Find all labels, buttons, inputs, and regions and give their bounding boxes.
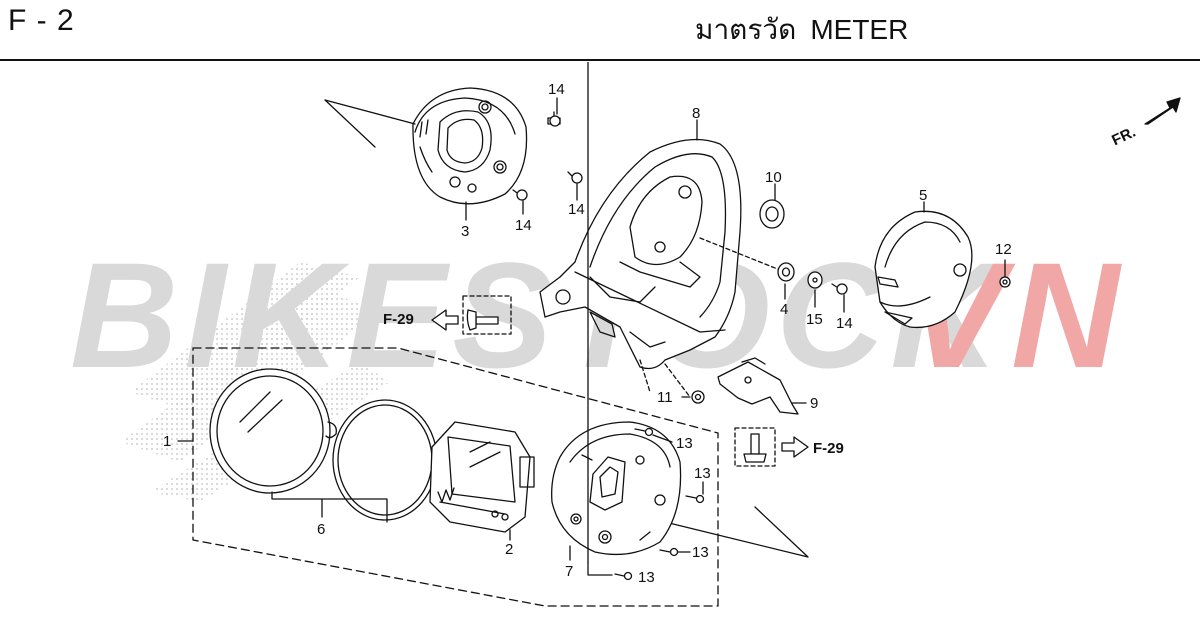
leader-line-13a bbox=[652, 434, 673, 443]
callout-14-d: 14 bbox=[836, 315, 853, 332]
arrow-left-f29 bbox=[431, 309, 459, 331]
leader-line-6 bbox=[271, 491, 388, 523]
watermark-text-grey: BIKESTOCK bbox=[70, 231, 1008, 399]
ref-f29-left[interactable]: F-29 bbox=[383, 311, 414, 328]
meter-stay-bracket bbox=[539, 138, 742, 370]
dashed-axis-bracket-2 bbox=[699, 237, 781, 271]
assembly-1-outline bbox=[192, 347, 719, 607]
washer-15 bbox=[807, 271, 823, 289]
callout-13-d: 13 bbox=[638, 569, 655, 586]
bracket-plate-9 bbox=[717, 357, 799, 415]
meter-visor-5 bbox=[874, 210, 973, 329]
arrow-right-f29 bbox=[781, 436, 809, 458]
parts-diagram: BIKESTOCK VN bbox=[70, 62, 1181, 607]
screw-13-a bbox=[634, 427, 654, 437]
screw-14-c bbox=[512, 189, 528, 201]
screw-14-b bbox=[567, 171, 583, 184]
callout-13-a: 13 bbox=[676, 435, 693, 452]
dashed-axis-bracket bbox=[639, 359, 691, 398]
bolt-box-left bbox=[462, 295, 512, 335]
callout-6: 6 bbox=[317, 521, 325, 538]
callout-1: 1 bbox=[163, 433, 171, 450]
nut-12 bbox=[999, 276, 1011, 288]
callout-8: 8 bbox=[692, 105, 700, 122]
screw-13-b bbox=[685, 494, 705, 504]
callout-9: 9 bbox=[810, 395, 818, 412]
callout-10: 10 bbox=[765, 169, 782, 186]
meter-unit-2 bbox=[429, 421, 535, 533]
page-code: F - 2 bbox=[8, 4, 75, 37]
callout-11: 11 bbox=[657, 389, 673, 406]
collar-4 bbox=[777, 262, 795, 282]
fr-arrow-icon bbox=[1144, 97, 1181, 125]
fr-label: FR. bbox=[1109, 124, 1138, 150]
screw-13-d bbox=[614, 571, 633, 581]
callout-4: 4 bbox=[780, 301, 788, 318]
screw-14-a bbox=[547, 111, 561, 127]
leader-line-3 bbox=[324, 99, 416, 148]
screw-13-c bbox=[659, 547, 679, 557]
title-thai: มาตรวัด bbox=[695, 14, 797, 45]
title-english: METER bbox=[810, 14, 909, 45]
callout-14-c: 14 bbox=[515, 217, 532, 234]
callout-14-a: 14 bbox=[548, 81, 565, 98]
callout-12: 12 bbox=[995, 241, 1012, 258]
callout-3: 3 bbox=[461, 223, 469, 240]
meter-case-front bbox=[551, 421, 682, 556]
bolt-11 bbox=[691, 390, 705, 404]
callout-15: 15 bbox=[806, 311, 823, 328]
packing-ring bbox=[332, 399, 438, 521]
screw-14-d bbox=[831, 283, 848, 295]
page-title: มาตรวัด METER bbox=[695, 8, 908, 52]
meter-lens bbox=[209, 368, 337, 494]
callout-7: 7 bbox=[565, 563, 573, 580]
ref-f29-right[interactable]: F-29 bbox=[813, 440, 844, 457]
callout-13-b: 13 bbox=[694, 465, 711, 482]
callout-5: 5 bbox=[919, 187, 927, 204]
callout-14-b: 14 bbox=[568, 201, 585, 218]
leader-line-13d-path bbox=[587, 561, 613, 576]
callout-13-c: 13 bbox=[692, 544, 709, 561]
assembly-7-leader bbox=[664, 506, 809, 558]
header-divider bbox=[0, 59, 1200, 61]
grommet-10 bbox=[759, 199, 785, 229]
callout-2: 2 bbox=[505, 541, 513, 558]
meter-case-rear bbox=[412, 87, 528, 205]
bolt-box-right bbox=[734, 427, 776, 467]
